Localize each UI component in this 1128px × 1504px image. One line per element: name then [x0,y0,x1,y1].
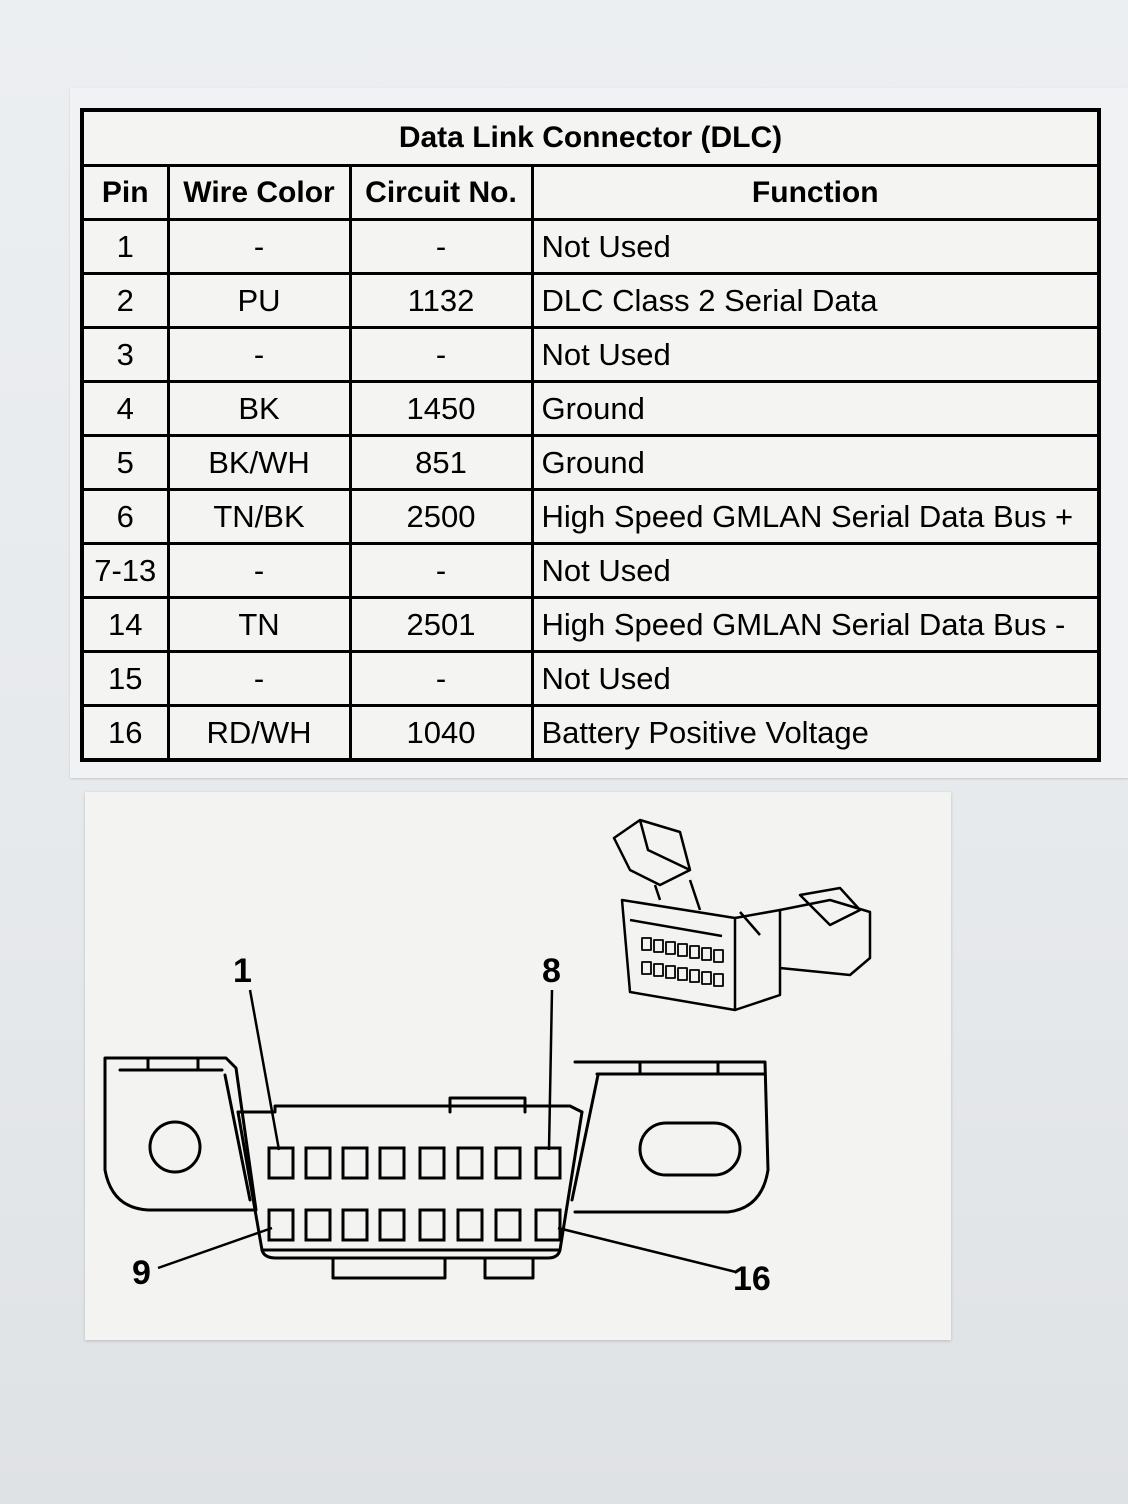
pin-cell: 14 [80,596,170,653]
table-row: 2 PU 1132 DLC Class 2 Serial Data [80,272,1101,329]
circuit-cell: 1040 [348,704,534,762]
function-cell: Not Used [530,650,1101,707]
callout-pin-8: 8 [542,952,561,990]
circuit-cell: 851 [348,434,534,491]
table-row: 14 TN 2501 High Speed GMLAN Serial Data … [80,596,1101,653]
header-function: Function [530,164,1101,221]
function-cell: DLC Class 2 Serial Data [530,272,1101,329]
right-mounting-ear [573,1060,770,1214]
wire-color-cell: - [166,542,352,599]
pin-cell: 7-13 [80,542,170,599]
pin-6-cavity [456,1146,484,1180]
circuit-cell: - [348,650,534,707]
table-row: 6 TN/BK 2500 High Speed GMLAN Serial Dat… [80,488,1101,545]
function-cell: High Speed GMLAN Serial Data Bus - [530,596,1101,653]
right-mount-slot [638,1121,742,1177]
pin-4-cavity [378,1146,406,1180]
pin-2-cavity [304,1146,332,1180]
table-row: 15 - - Not Used [80,650,1101,707]
connector-body [236,1110,584,1260]
function-cell: High Speed GMLAN Serial Data Bus + [530,488,1101,545]
pin-10-cavity [304,1208,332,1242]
pin-12-cavity [378,1208,406,1242]
wire-color-cell: - [166,650,352,707]
table-header-row: Pin Wire Color Circuit No. Function [80,164,1101,221]
callout-pin-1: 1 [233,952,252,990]
wire-color-cell: TN/BK [166,488,352,545]
pin-cell: 1 [80,218,170,275]
function-cell: Ground [530,434,1101,491]
leader-line-pin-8 [547,989,554,1151]
wire-color-cell: - [166,218,352,275]
pin-cell: 6 [80,488,170,545]
pin-cell: 3 [80,326,170,383]
circuit-cell: - [348,218,534,275]
left-mount-hole [148,1120,202,1174]
table-row: 5 BK/WH 851 Ground [80,434,1101,491]
pin-15-cavity [494,1208,522,1242]
pin-cell: 2 [80,272,170,329]
table-title: Data Link Connector (DLC) [80,108,1101,167]
leader-line-pin-1 [248,989,281,1151]
function-cell: Not Used [530,326,1101,383]
pin-cell: 5 [80,434,170,491]
header-pin: Pin [80,164,170,221]
connector-isometric-view [612,818,872,1012]
leader-line-pin-16 [557,1226,737,1274]
header-circuit-no: Circuit No. [348,164,534,221]
table-row: 7-13 - - Not Used [80,542,1101,599]
table-row: 16 RD/WH 1040 Battery Positive Voltage [80,704,1101,762]
pin-9-cavity [267,1208,295,1242]
function-cell: Battery Positive Voltage [530,704,1101,762]
table-row: 4 BK 1450 Ground [80,380,1101,437]
circuit-cell: - [348,542,534,599]
circuit-cell: 1450 [348,380,534,437]
pin-11-cavity [341,1208,369,1242]
dlc-connector-diagram [103,818,872,1280]
wire-color-cell: BK [166,380,352,437]
dlc-pinout-table: Data Link Connector (DLC) Pin Wire Color… [80,108,1101,762]
table-title-row: Data Link Connector (DLC) [80,108,1101,167]
function-cell: Not Used [530,542,1101,599]
header-wire-color: Wire Color [166,164,352,221]
pin-cell: 16 [80,704,170,762]
pin-13-cavity [418,1208,446,1242]
wire-color-cell: TN [166,596,352,653]
circuit-cell: 2500 [348,488,534,545]
pin-1-cavity [267,1146,295,1180]
leader-line-pin-9 [157,1226,273,1270]
pin-cell: 4 [80,380,170,437]
table-row: 1 - - Not Used [80,218,1101,275]
function-cell: Ground [530,380,1101,437]
table-row: 3 - - Not Used [80,326,1101,383]
pin-cell: 15 [80,650,170,707]
callout-pin-9: 9 [132,1254,151,1292]
pin-14-cavity [456,1208,484,1242]
circuit-cell: - [348,326,534,383]
pin-16-cavity [534,1208,562,1242]
pin-5-cavity [418,1146,446,1180]
pin-3-cavity [341,1146,369,1180]
pin-7-cavity [494,1146,522,1180]
left-mounting-ear [103,1056,258,1212]
callout-pin-16: 16 [733,1260,771,1298]
wire-color-cell: - [166,326,352,383]
wire-color-cell: PU [166,272,352,329]
wire-color-cell: BK/WH [166,434,352,491]
pin-8-cavity [534,1146,562,1180]
circuit-cell: 2501 [348,596,534,653]
circuit-cell: 1132 [348,272,534,329]
wire-color-cell: RD/WH [166,704,352,762]
function-cell: Not Used [530,218,1101,275]
